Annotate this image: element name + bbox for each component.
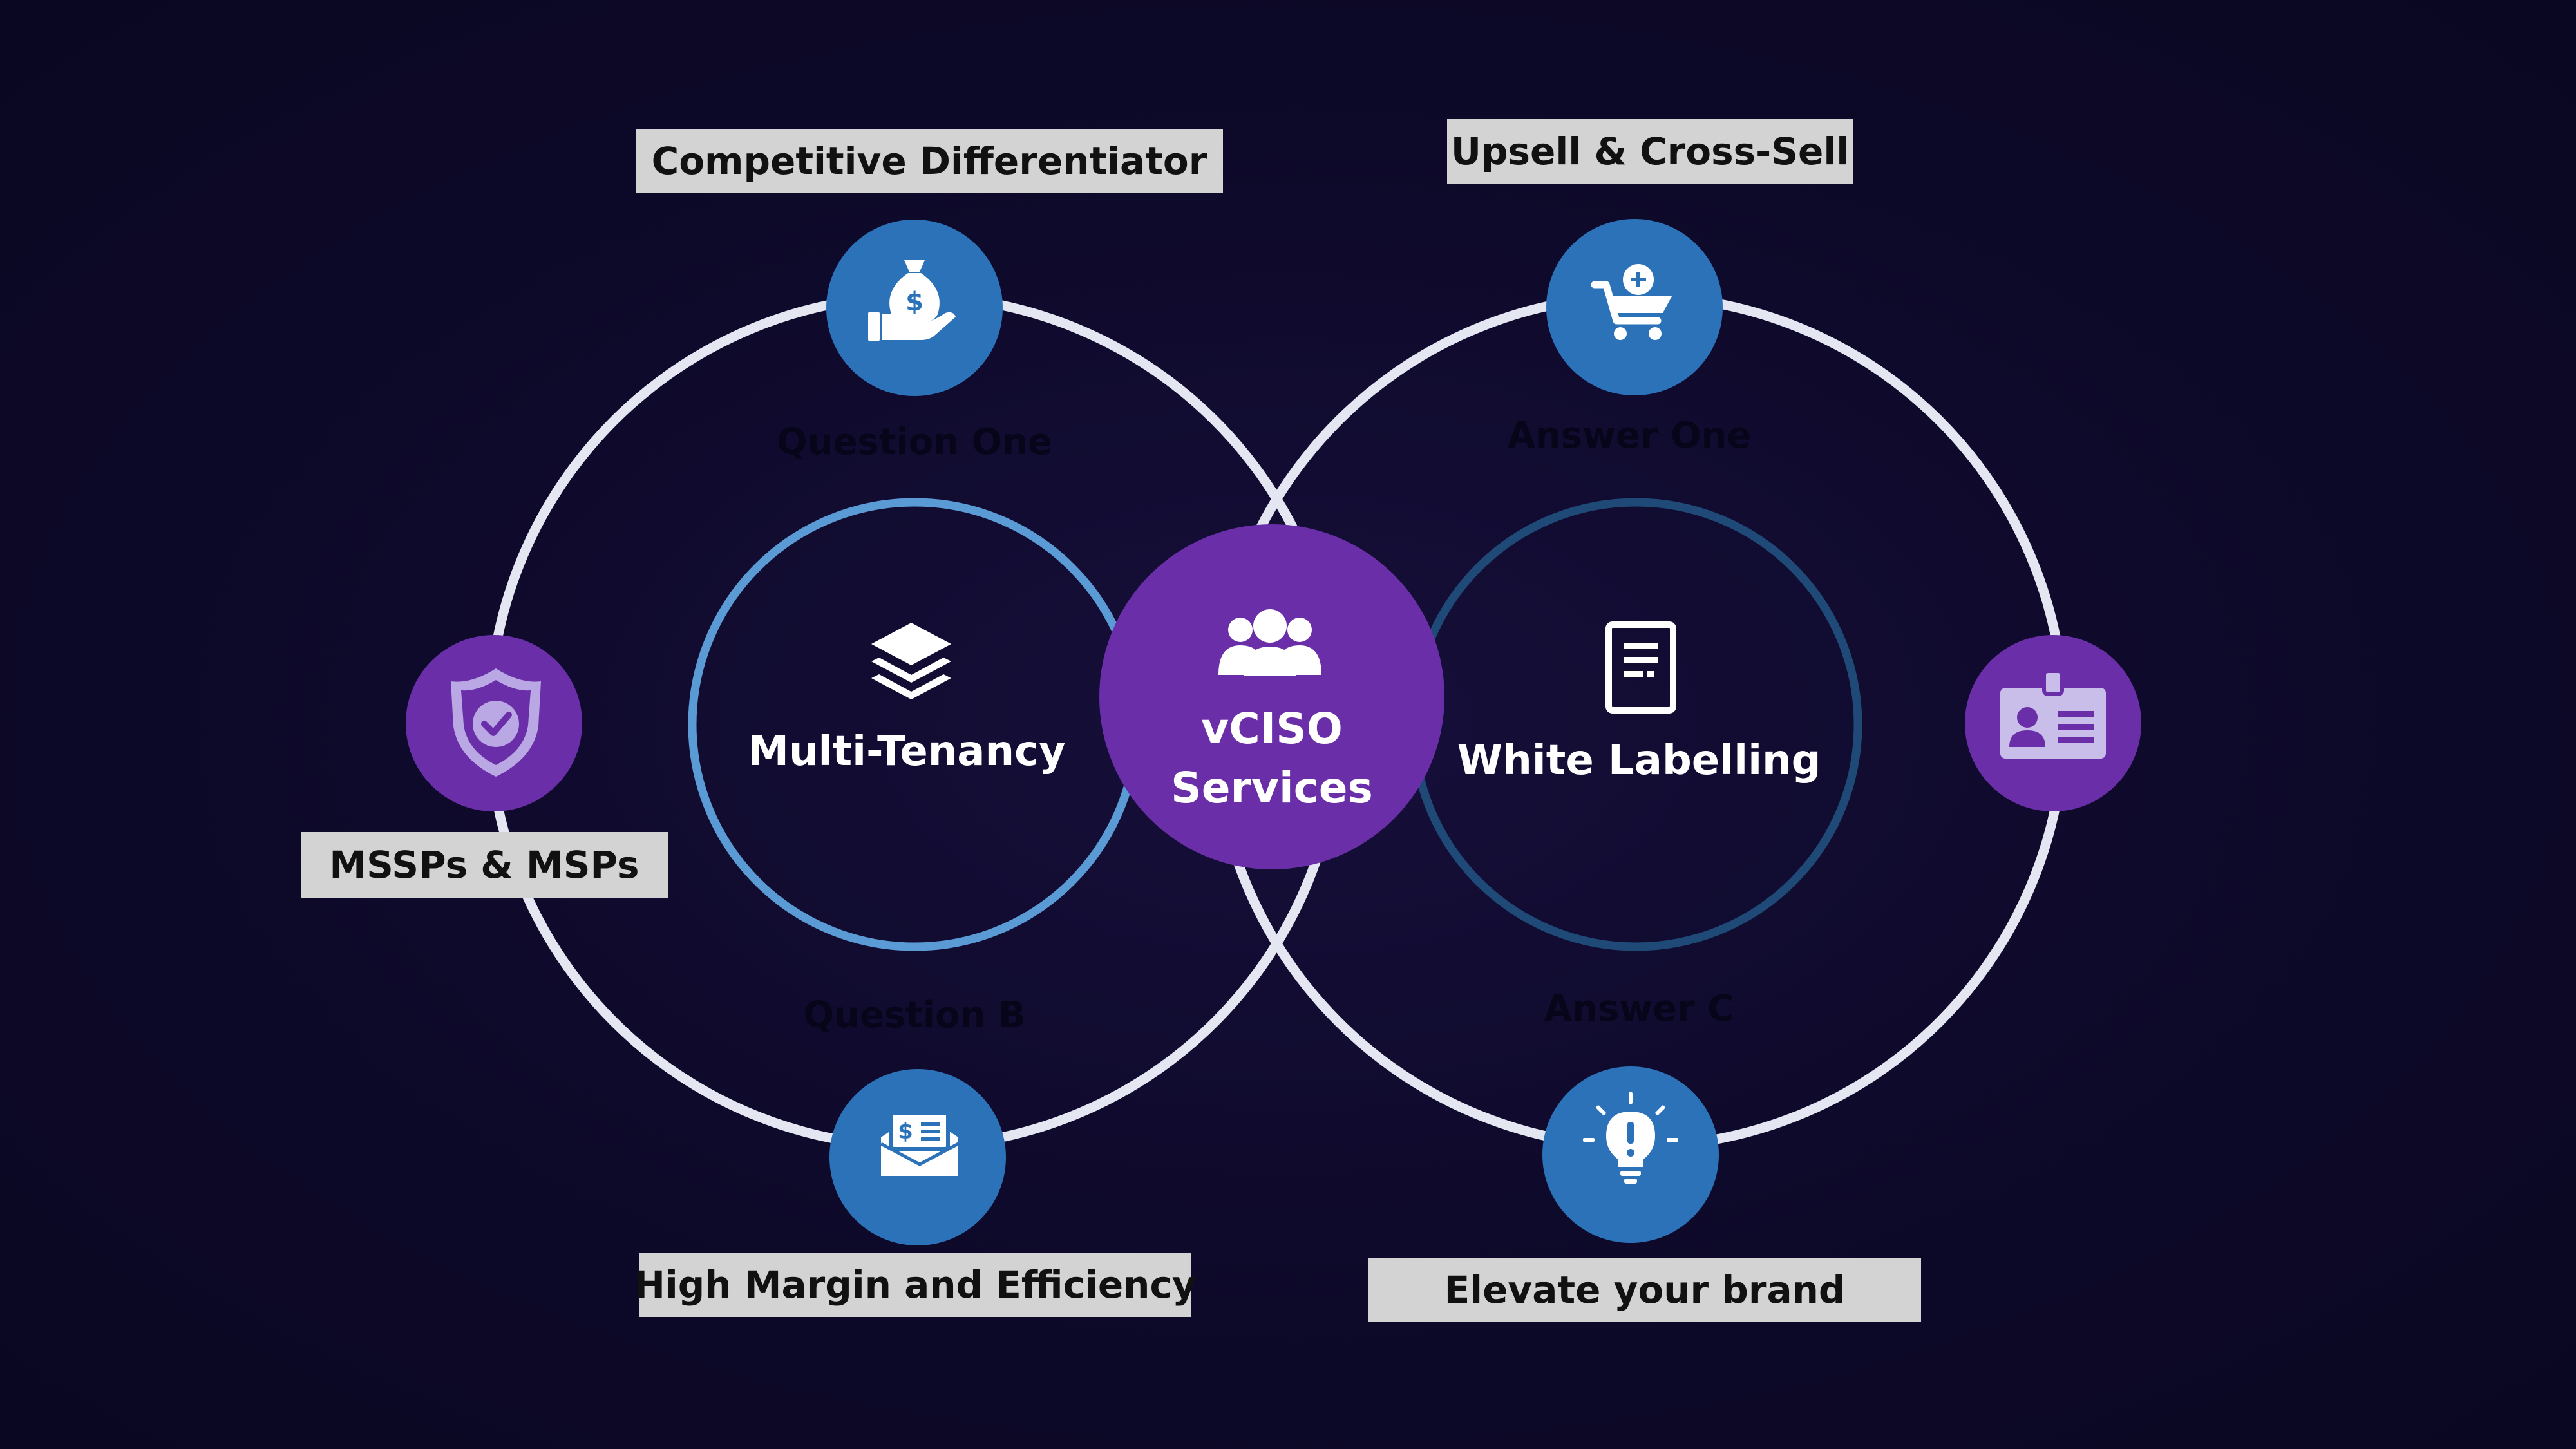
hidden-text-top-left: Question One	[777, 421, 1052, 463]
white-labelling-label: White Labelling	[1457, 737, 1821, 784]
money-bag-hand-icon: $	[868, 260, 956, 341]
shield-check-icon	[451, 668, 541, 777]
multi-tenancy-label: Multi-Tenancy	[748, 728, 1065, 775]
layers-icon	[871, 623, 951, 699]
svg-text:$: $	[898, 1119, 913, 1144]
center-label-line2: Services	[1171, 763, 1373, 813]
competitive-differentiator-label: Competitive Differentiator	[636, 129, 1223, 193]
users-group-icon	[1218, 609, 1321, 676]
document-icon	[1605, 621, 1676, 714]
mssps-msps-label: MSSPs & MSPs	[301, 832, 668, 898]
center-node	[1099, 524, 1444, 869]
shopping-cart-plus-icon	[1591, 264, 1672, 340]
upsell-cross-sell-label: Upsell & Cross-Sell	[1447, 119, 1853, 184]
lightbulb-alert-icon	[1583, 1092, 1678, 1184]
elevate-your-brand-label: Elevate your brand	[1368, 1258, 1921, 1322]
center-label-line1: vCISO	[1201, 704, 1343, 753]
hidden-text-top-right: Answer One	[1508, 415, 1752, 457]
hidden-text-bottom-right: Answer C	[1544, 988, 1734, 1030]
svg-text:$: $	[905, 287, 923, 317]
hidden-text-bottom-left: Question B	[803, 994, 1025, 1036]
id-card-icon	[2000, 669, 2106, 759]
money-envelope-icon: $	[880, 1111, 960, 1176]
high-margin-efficiency-label: High Margin and Efficiency	[634, 1253, 1197, 1317]
